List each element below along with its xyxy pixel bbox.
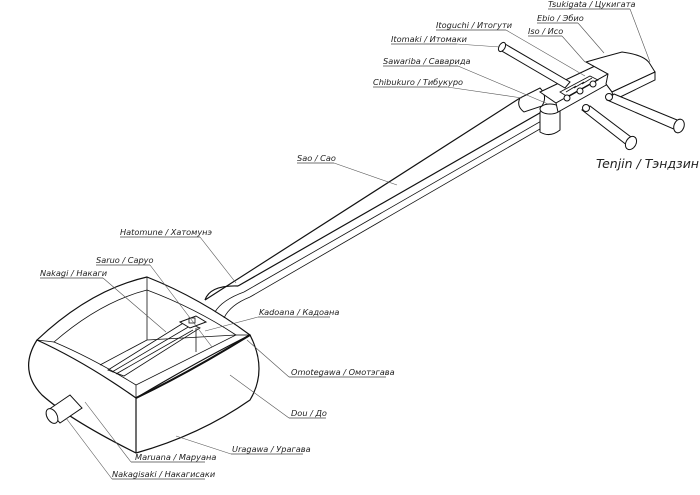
head-tenjin	[497, 41, 685, 151]
body-dou	[28, 276, 260, 454]
label-uragawa: Uragawa / Урагава	[232, 444, 311, 454]
label-sao: Sao / Сао	[297, 153, 336, 163]
label-ebio: Ebio / Эбио	[537, 13, 584, 23]
label-chibukuro: Chibukuro / Тибукуро	[373, 77, 463, 87]
label-saruo: Saruo / Саруо	[96, 255, 154, 265]
label-iso: Iso / Исо	[528, 26, 563, 36]
label-nakagi: Nakagi / Накаги	[40, 268, 108, 278]
label-sawariba: Sawariba / Саварида	[383, 56, 471, 66]
label-tsukigata: Tsukigata / Цукигата	[548, 0, 635, 9]
label-maruana: Maruana / Маруана	[135, 452, 216, 462]
label-dou: Dou / До	[291, 408, 327, 418]
neck-sao	[204, 97, 553, 319]
label-hatomune: Hatomune / Хатомунэ	[120, 227, 213, 237]
label-tenjin: Tenjin / Тэндзин	[596, 156, 699, 171]
label-omotegawa: Omotegawa / Омотэгава	[291, 367, 395, 377]
label-itoguchi: Itoguchi / Итогути	[436, 20, 513, 30]
label-nakagisaki: Nakagisaki / Накагисаки	[112, 469, 216, 479]
label-kadoana: Kadoana / Кадоана	[259, 307, 339, 317]
leader-lines	[40, 8, 651, 480]
label-itomaki: Itomaki / Итомаки	[391, 34, 468, 44]
